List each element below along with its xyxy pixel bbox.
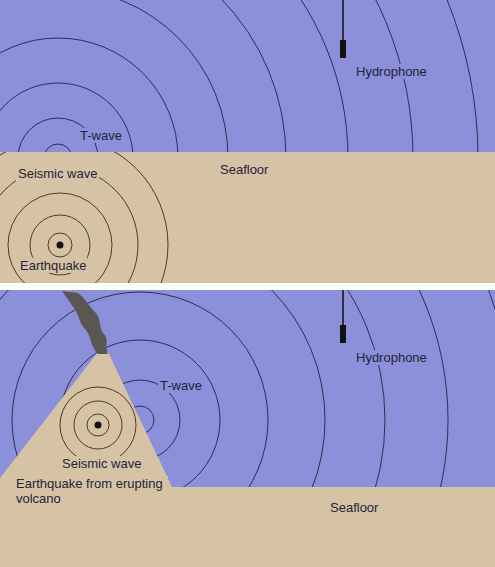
wave-label: Seismic wave — [16, 166, 99, 181]
wave-label: T-wave — [158, 378, 204, 393]
seafloor-rock — [0, 152, 495, 283]
wave-ring — [0, 0, 478, 152]
ocean-water — [0, 290, 495, 487]
seismic-wave-rings — [0, 152, 168, 283]
hydrophone-cable — [342, 0, 344, 40]
seafloor-label: Seafloor — [218, 162, 270, 177]
seismic-wave-rings — [60, 387, 136, 463]
hydrophone-label: Hydrophone — [354, 64, 429, 79]
t-wave-rings — [0, 290, 495, 487]
wave-label: Seismic wave — [60, 456, 143, 471]
wave-ring — [8, 193, 112, 283]
earthquake-label: Earthquake from erupting volcano — [14, 476, 168, 506]
t-wave-rings — [0, 0, 478, 152]
earthquake-focus — [57, 242, 64, 249]
wave-label: T-wave — [78, 128, 124, 143]
hydrophone-cable — [342, 290, 344, 325]
wave-ring — [74, 401, 122, 449]
eruption-plume — [62, 291, 108, 354]
wave-ring — [87, 414, 109, 436]
ocean-water — [0, 0, 495, 152]
wave-ring — [0, 152, 168, 283]
wave-ring — [0, 290, 385, 487]
seafloor-label: Seafloor — [328, 500, 380, 515]
hydrophone-symbol — [340, 325, 346, 343]
earthquake-label: Earthquake — [18, 258, 89, 273]
wave-ring — [48, 233, 72, 257]
wave-ring — [0, 290, 325, 487]
wave-ring — [0, 0, 348, 152]
wave-ring — [0, 290, 495, 487]
earthquake-focus — [95, 422, 102, 429]
wave-ring — [60, 387, 136, 463]
hydrophone-label: Hydrophone — [354, 350, 429, 365]
wave-ring — [0, 83, 133, 152]
wave-ring — [0, 290, 495, 487]
wave-ring — [0, 0, 413, 152]
wave-ring — [0, 38, 178, 152]
wave-ring — [0, 0, 286, 152]
wave-ring — [0, 290, 448, 487]
panel-gap — [0, 283, 495, 290]
wave-ring — [44, 144, 72, 152]
wave-ring — [0, 167, 138, 283]
hydrophone-symbol — [340, 40, 346, 58]
volcano — [0, 352, 172, 487]
wave-ring — [0, 0, 228, 152]
